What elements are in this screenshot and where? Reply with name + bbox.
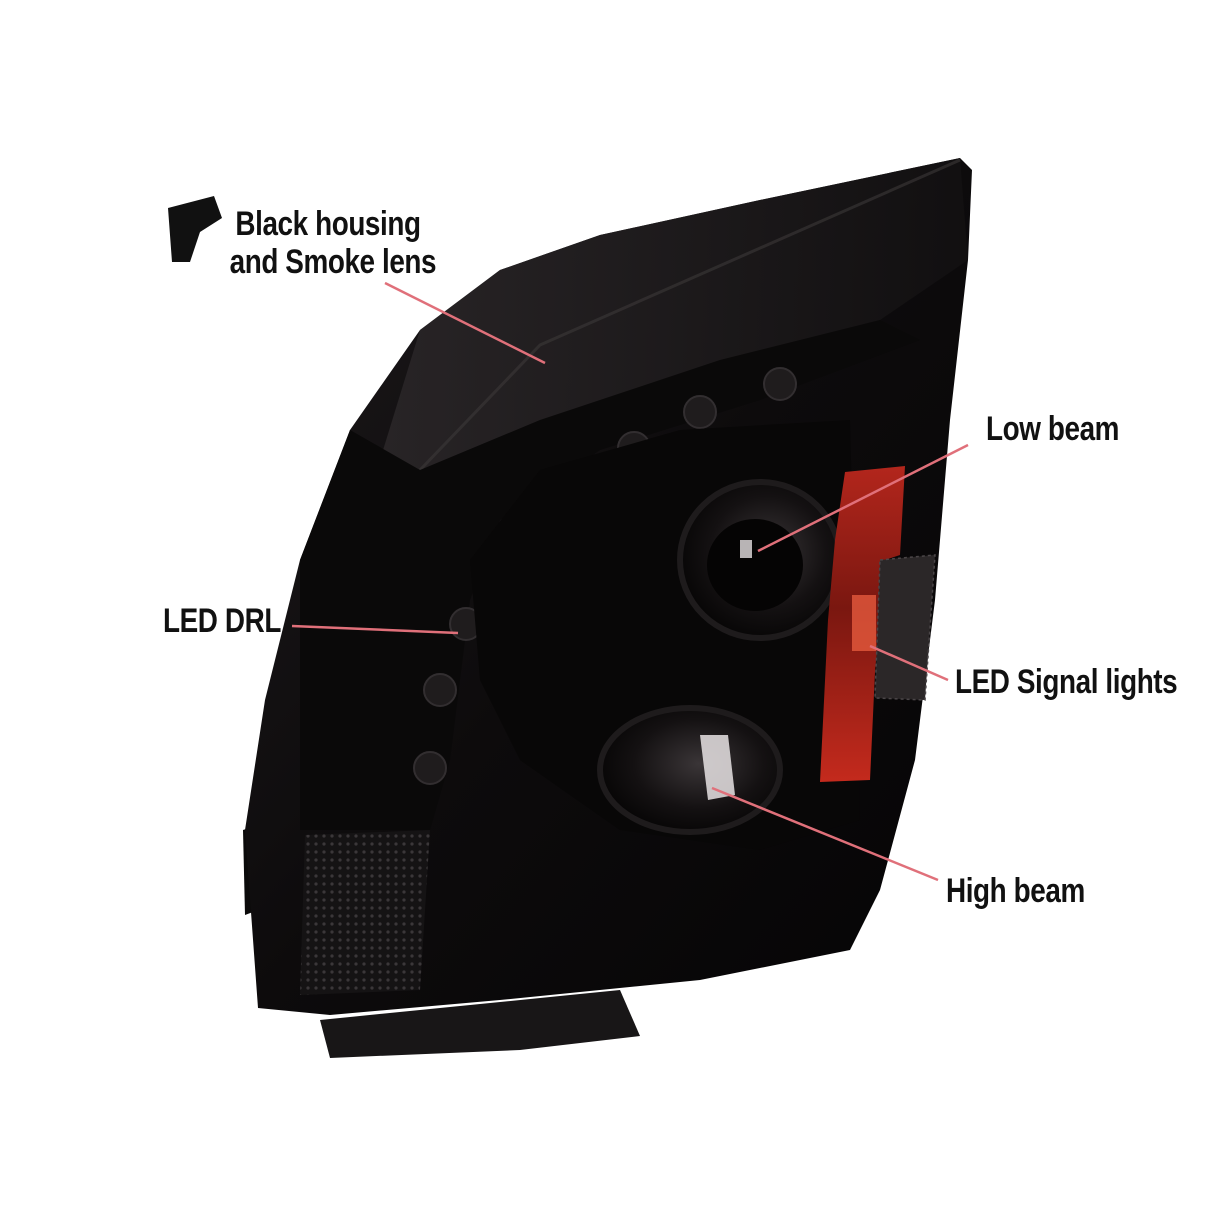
callout-housing-line1: Black housing	[235, 205, 421, 243]
leader-low-beam	[757, 443, 969, 553]
callout-signal-lights: LED Signal lights	[955, 663, 1178, 701]
reflector-grid	[300, 830, 430, 995]
high-beam-reflector	[597, 705, 783, 835]
callout-low-beam: Low beam	[986, 410, 1120, 448]
top-lens-surface	[380, 158, 968, 470]
bottom-bracket	[320, 990, 640, 1058]
callout-housing-lens: Black housing and Smoke lens	[229, 205, 437, 281]
callout-high-beam: High beam	[946, 872, 1085, 910]
drl-strip	[300, 320, 920, 830]
signal-light-panel	[820, 466, 936, 782]
callout-led-drl: LED DRL	[163, 602, 281, 640]
leader-signal	[869, 644, 949, 682]
callout-housing-line2: and Smoke lens	[229, 243, 437, 281]
low-beam-projector	[677, 479, 843, 641]
leader-drl	[291, 624, 459, 635]
top-mount-tab	[168, 196, 222, 262]
leader-lines	[291, 281, 969, 882]
leader-housing	[384, 281, 546, 365]
leader-high-beam	[711, 786, 939, 882]
